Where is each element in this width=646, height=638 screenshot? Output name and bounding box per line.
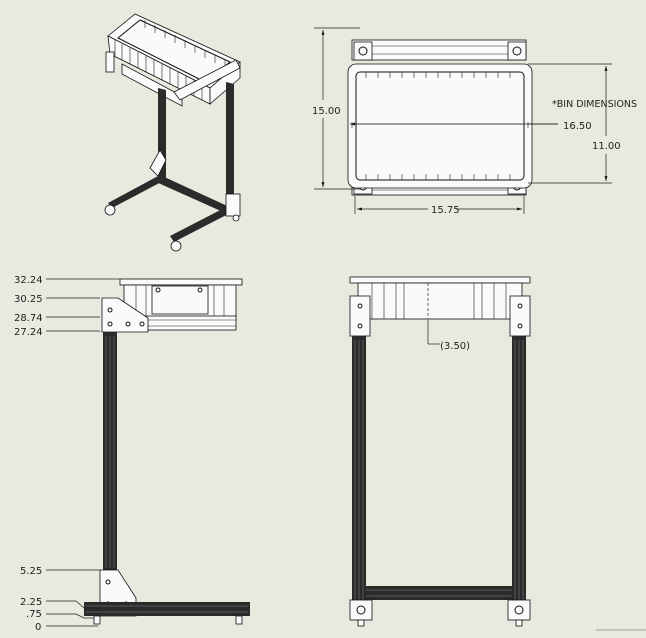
dim-bin-depth: (3.50) [440, 341, 470, 352]
elev-28-74: 28.74 [14, 313, 43, 324]
dim-bin-outer: 16.50 [563, 121, 592, 132]
elev-2-25: 2.25 [20, 597, 42, 608]
dim-top-height: 15.00 [312, 106, 341, 117]
bin-dimensions-note: *BIN DIMENSIONS [552, 99, 637, 110]
front-view: (3.50) [349, 276, 531, 627]
elev-5-25: 5.25 [20, 566, 42, 577]
side-view: 32.24 30.25 28.74 27.24 5.25 2.25 .75 0 [14, 275, 250, 633]
elev-0: 0 [35, 622, 41, 633]
elev-30-25: 30.25 [14, 294, 43, 305]
isometric-view [104, 13, 241, 252]
elev-32-24: 32.24 [14, 275, 43, 286]
elev-0-75: .75 [26, 609, 42, 620]
dim-bin-inner: 11.00 [592, 141, 621, 152]
top-view: 15.00 11.00 16.50 *BIN DIMENSIONS 15.75 [312, 27, 637, 216]
dim-frame-width: 15.75 [431, 205, 460, 216]
elev-27-24: 27.24 [14, 327, 43, 338]
